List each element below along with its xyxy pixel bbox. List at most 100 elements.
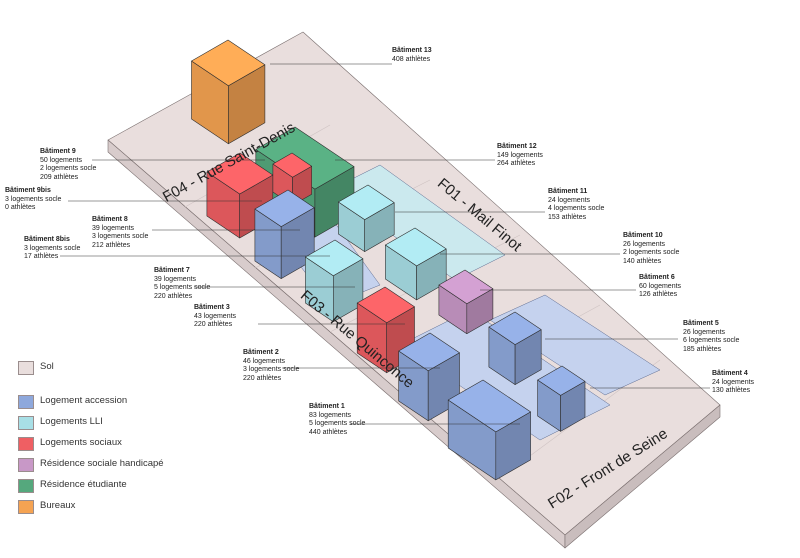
annotation-title: Bâtiment 10 [623, 232, 663, 239]
annotation-line: 26 logements [683, 328, 726, 336]
annotation-line: 140 athlètes [623, 257, 662, 265]
legend-swatch [18, 437, 34, 451]
legend-label: Bureaux [40, 500, 76, 511]
building-b5 [488, 311, 542, 385]
building-b4 [537, 365, 586, 432]
annotation-title: Bâtiment 9 [40, 148, 76, 155]
building-b7 [305, 239, 364, 323]
annotation-title: Bâtiment 12 [497, 143, 537, 150]
annotation-line: 50 logements [40, 156, 83, 164]
annotation-line: 0 athlètes [5, 204, 36, 211]
box-face-top [255, 126, 355, 190]
annotation-line: 46 logements [243, 357, 286, 365]
annotation-line: 39 logements [154, 275, 197, 283]
annotation-line: 4 logements socle [548, 205, 605, 212]
legend-swatch [18, 479, 34, 493]
annotation-line: 220 athlètes [194, 321, 233, 328]
annotation-line: 5 logements socle [154, 284, 211, 291]
buildings-group [191, 39, 586, 481]
annotation-line: 3 logements socle [243, 366, 300, 373]
box-face-top [447, 379, 531, 433]
annotation-title: Bâtiment 8 [92, 216, 128, 223]
annotation-line: 220 athlètes [243, 374, 282, 382]
ground-right-side [564, 404, 721, 549]
annotation-line: 408 athlètes [392, 55, 431, 63]
legend-label: Sol [40, 361, 54, 372]
legend-label: Résidence sociale handicapé [40, 458, 164, 469]
annotation-line: 209 athlètes [40, 173, 79, 181]
annotation-line: 39 logements [92, 224, 135, 232]
building-b6 [438, 269, 494, 335]
annotation-line: 212 athlètes [92, 241, 131, 249]
box-face-top [254, 189, 315, 227]
leader-lines [60, 63, 710, 425]
box-face-top [191, 39, 266, 87]
box-face-top [398, 332, 460, 372]
building-b2 [398, 332, 460, 422]
legend-label: Logements LLI [40, 416, 103, 427]
box-face-top [488, 311, 542, 345]
legend-swatch [18, 395, 34, 409]
building-b13 [191, 39, 266, 145]
annotation-line: 83 logements [309, 411, 352, 419]
annotation-line: 149 logements [497, 151, 543, 159]
annotation-line: 17 athlètes [24, 253, 59, 260]
annotation-title: Bâtiment 11 [548, 188, 588, 195]
annotation-title: Bâtiment 8bis [24, 236, 70, 243]
building-b10 [385, 227, 447, 301]
annotation-title: Bâtiment 4 [712, 370, 748, 377]
annotation-line: 2 logements socle [40, 165, 97, 172]
annotation-line: 264 athlètes [497, 160, 536, 167]
box-face-top [338, 184, 395, 220]
legend-label: Logements sociaux [40, 437, 122, 448]
building-b11 [338, 184, 395, 252]
annotation-line: 5 logements socle [309, 420, 366, 427]
legend-swatch [18, 500, 34, 514]
legend-label: Logement accession [40, 395, 128, 406]
legend-swatch [18, 361, 34, 375]
legend-item-lli: Logements LLI [18, 416, 218, 430]
box-face-top [305, 239, 364, 277]
building-b1 [447, 379, 531, 481]
annotation-line: 60 logements [639, 282, 682, 290]
legend-item-bureaux: Bureaux [18, 500, 218, 514]
annotation-line: 3 logements socle [92, 233, 149, 240]
annotation-title: Bâtiment 2 [243, 349, 279, 356]
annotation-line: 220 athlètes [154, 292, 193, 300]
box-face-top [272, 152, 313, 178]
box-face-top [438, 269, 494, 305]
annotation-line: 6 logements socle [683, 337, 740, 344]
annotation-line: 2 logements socle [623, 249, 680, 256]
legend-item-accession: Logement accession [18, 395, 218, 409]
annotation-title: Bâtiment 9bis [5, 187, 51, 194]
annotation-line: 440 athlètes [309, 428, 348, 436]
annotation-line: 153 athlètes [548, 213, 587, 221]
annotation-title: Bâtiment 1 [309, 403, 345, 410]
annotation-line: 24 logements [548, 196, 591, 204]
legend-swatch [18, 416, 34, 430]
annotation-line: 24 logements [712, 378, 755, 386]
annotation-title: Bâtiment 6 [639, 274, 675, 281]
legend-item-sol: Sol [18, 361, 218, 375]
annotation-title: Bâtiment 13 [392, 47, 432, 54]
annotation-line: 126 athlètes [639, 291, 678, 298]
annotation-line: 3 logements socle [24, 244, 81, 252]
annotation-line: 185 athlètes [683, 345, 722, 353]
annotation-line: 130 athlètes [712, 387, 751, 394]
box-face-top [206, 152, 274, 195]
